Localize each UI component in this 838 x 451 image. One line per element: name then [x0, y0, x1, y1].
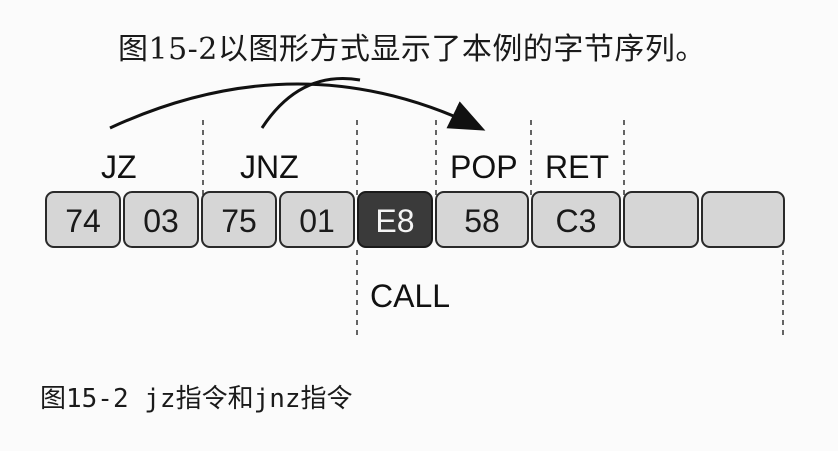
- byte-cell-8: [701, 191, 785, 248]
- label-jz: JZ: [101, 149, 137, 185]
- label-jnz: JNZ: [240, 149, 299, 185]
- label-call: CALL: [370, 278, 450, 314]
- byte-cell-3: 01: [279, 191, 355, 248]
- intro-text: 图15-2以图形方式显示了本例的字节序列。: [118, 32, 706, 67]
- jz-arrow: [109, 82, 486, 131]
- byte-cell-2: 75: [201, 191, 277, 248]
- label-ret: RET: [545, 149, 609, 185]
- byte-text-2: 75: [221, 203, 257, 239]
- jnz-arrow: [260, 77, 361, 129]
- figure-caption: 图15-2 jz指令和jnz指令: [40, 384, 353, 414]
- byte-cell-7: [623, 191, 699, 248]
- byte-text-4: E8: [375, 203, 414, 239]
- byte-text-3: 01: [299, 203, 335, 239]
- byte-cell-1: 03: [123, 191, 199, 248]
- byte-cell-5: 58: [435, 191, 529, 248]
- byte-text-0: 74: [65, 203, 101, 239]
- byte-text-1: 03: [143, 203, 179, 239]
- label-pop: POP: [450, 149, 518, 185]
- byte-text-6: C3: [556, 203, 597, 239]
- byte-cell-0: 74: [45, 191, 121, 248]
- byte-cell-6: C3: [531, 191, 621, 248]
- byte-cell-4: E8: [357, 191, 433, 248]
- byte-text-5: 58: [464, 203, 500, 239]
